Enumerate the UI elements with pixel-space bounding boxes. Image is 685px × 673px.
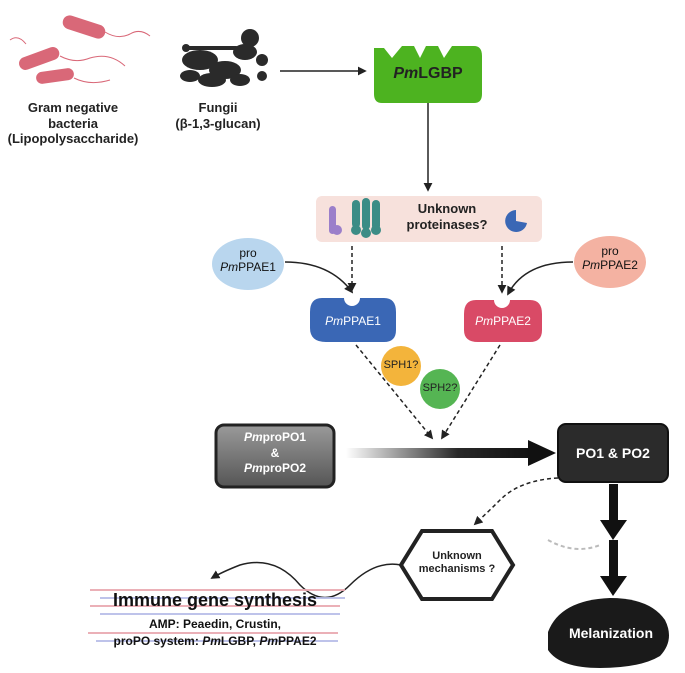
po-box bbox=[557, 423, 669, 483]
proteinases-line1: Unknown bbox=[417, 201, 477, 216]
ppae1-label: PmPPAE1 bbox=[310, 314, 396, 328]
mechanisms-line1: Unknown bbox=[432, 550, 482, 562]
fungi-label: Fungii (β-1,3-glucan) bbox=[168, 100, 268, 131]
pro-ppae1-name: PPAE1 bbox=[238, 260, 276, 275]
propo2-prefix: Pm bbox=[243, 461, 263, 476]
activation-arrow bbox=[346, 448, 532, 458]
pro-ppae2-prefix: Pm bbox=[582, 258, 601, 273]
sph2-circle bbox=[420, 369, 460, 409]
propo2-name: proPO2 bbox=[262, 461, 307, 476]
immune-line2-prefix: proPO system: bbox=[113, 634, 203, 648]
fungi-icon bbox=[180, 29, 268, 87]
immune-line2-n1: LGBP, bbox=[220, 634, 260, 648]
pro-ppae2-top: pro bbox=[601, 244, 619, 258]
propo-box bbox=[214, 423, 336, 489]
ppae2-name: PPAE2 bbox=[493, 314, 531, 328]
bacteria-label-line1: Gram negative bbox=[27, 100, 119, 115]
ppae2-label: PmPPAE2 bbox=[464, 314, 542, 328]
ppae1-name: PPAE1 bbox=[343, 314, 381, 328]
mechanisms-line2: mechanisms ? bbox=[418, 563, 496, 576]
lgbp-prefix: Pm bbox=[393, 65, 419, 82]
pro-ppae2-label: pro PmPPAE2 bbox=[574, 244, 646, 273]
fungi-label-line1: Fungii bbox=[198, 100, 238, 115]
pro-ppae2-blob bbox=[574, 236, 646, 288]
immune-line2-pm1: Pm bbox=[202, 634, 221, 648]
pacman-proteinase-icon bbox=[505, 210, 527, 232]
po-label: PO1 & PO2 bbox=[576, 445, 650, 461]
pro-ppae1-top: pro bbox=[239, 246, 257, 260]
bacteria-label: Gram negative bacteria (Lipopolysacchari… bbox=[0, 100, 146, 147]
lgbp-receptor bbox=[374, 46, 482, 103]
pro-ppae1-label: pro PmPPAE1 bbox=[212, 246, 284, 275]
pro-ppae2-name: PPAE2 bbox=[600, 258, 638, 273]
melanization-label: Melanization bbox=[568, 625, 653, 641]
ppae2-prefix: Pm bbox=[475, 314, 494, 328]
proteinases-label: Unknown proteinases? bbox=[392, 201, 502, 232]
mechanisms-label: Unknown mechanisms ? bbox=[405, 550, 509, 576]
ppae1-prefix: Pm bbox=[325, 314, 344, 328]
bacteria-label-line2: bacteria bbox=[48, 115, 98, 131]
immune-title: Immune gene synthesis bbox=[112, 590, 318, 610]
immune-line2: proPO system: PmLGBP, PmPPAE2 bbox=[70, 634, 360, 648]
sph2-label: SPH2? bbox=[422, 382, 458, 394]
gene-strand-lines bbox=[88, 589, 345, 642]
sph1-circle bbox=[381, 346, 421, 386]
fungi-label-line2: (β-1,3-glucan) bbox=[175, 115, 261, 131]
proteinases-line2: proteinases? bbox=[406, 216, 488, 232]
ppae1-enzyme bbox=[310, 298, 396, 342]
melanization-blob bbox=[548, 598, 669, 668]
bacteria-label-line3: (Lipopolysaccharide) bbox=[7, 131, 139, 147]
immune-line2-pm2: Pm bbox=[259, 634, 279, 648]
proteinase-icon bbox=[329, 198, 381, 238]
pro-ppae1-prefix: Pm bbox=[220, 260, 239, 275]
immune-line1: AMP: Peaedin, Crustin, bbox=[148, 617, 282, 631]
propo-label: PmproPO1 & PmproPO2 bbox=[216, 430, 334, 477]
lgbp-name: LGBP bbox=[418, 65, 463, 82]
propo1-prefix: Pm bbox=[243, 430, 263, 444]
pro-ppae1-blob bbox=[212, 238, 284, 290]
propo1-name: proPO1 bbox=[262, 430, 307, 444]
ppae2-enzyme bbox=[464, 300, 542, 342]
lgbp-label: PmLGBP bbox=[374, 64, 482, 83]
propo-amp: & bbox=[270, 445, 280, 460]
bacteria-icon bbox=[9, 15, 151, 84]
immune-line2-n2: PPAE2 bbox=[278, 634, 317, 648]
sph1-label: SPH1? bbox=[383, 359, 419, 371]
